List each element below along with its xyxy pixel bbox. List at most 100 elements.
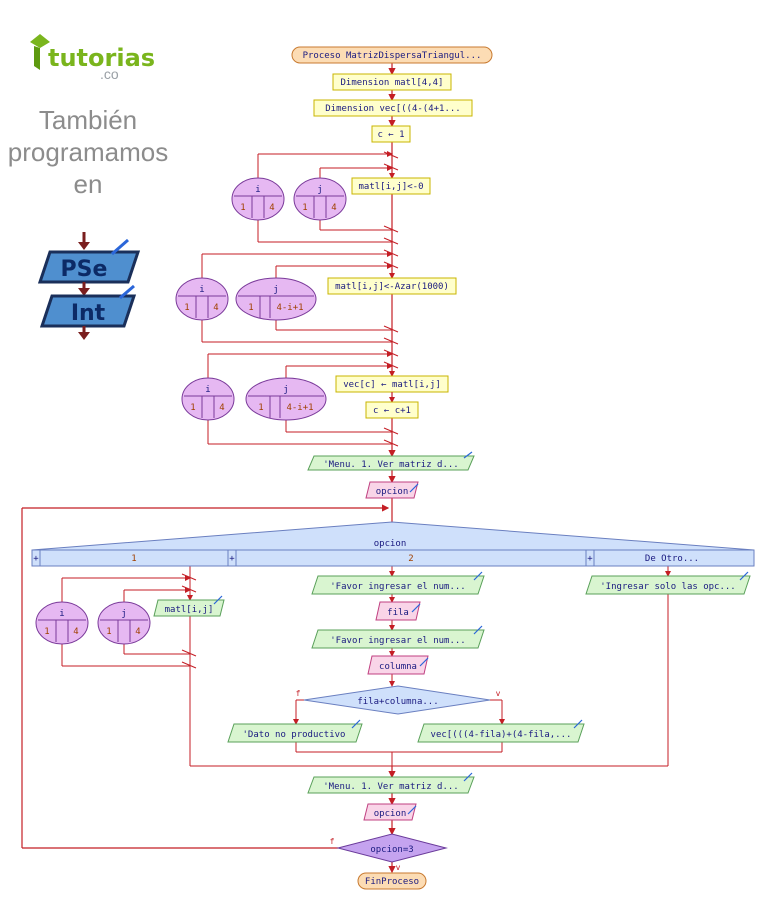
other-msg-label: 'Ingresar solo las opc... <box>600 582 735 592</box>
write-fila-prompt[interactable]: 'Favor ingresar el num... <box>311 571 485 595</box>
loop4-i[interactable]: i 1 4 <box>35 601 89 645</box>
until-false-label: f <box>330 837 335 846</box>
graduation-cap-icon <box>30 34 50 70</box>
loop3-j-from: 1 <box>258 403 263 413</box>
loop3-body-1[interactable]: vec[c] ← matl[i,j] <box>335 366 449 393</box>
switch-label: opcion <box>374 539 407 549</box>
write-vec-expr[interactable]: vec[(((4-fila)+(4-fila,... <box>417 719 585 743</box>
read-fila[interactable]: fila <box>375 601 421 621</box>
loop2-i-from: 1 <box>184 303 189 313</box>
loop4-body[interactable]: matl[i,j] <box>153 590 225 617</box>
loop2-i[interactable]: i 1 4 <box>175 277 229 321</box>
read-opcion-2-label: opcion <box>374 809 407 819</box>
loop4-i-from: 1 <box>44 627 49 637</box>
write-no-productivo[interactable]: 'Dato no productivo <box>227 719 363 743</box>
loop4-j[interactable]: j 1 4 <box>97 601 151 645</box>
loop3-j[interactable]: j 1 4-i+1 <box>245 377 327 421</box>
write-fila-prompt-label: 'Favor ingresar el num... <box>330 582 465 592</box>
if-false-label: f <box>296 689 301 698</box>
loop1-i-to: 4 <box>269 203 274 213</box>
loop3-j-var: j <box>283 385 288 395</box>
menu-write-2-label: 'Menu. 1. Ver matriz d... <box>323 782 458 792</box>
case-other-label: De Otro... <box>645 554 699 564</box>
loop4-j-var: j <box>121 609 126 619</box>
loop1-j-var: j <box>317 185 322 195</box>
tagline-line-1: También <box>38 105 138 135</box>
loop3-i-from: 1 <box>190 403 195 413</box>
loop3-body-1-label: vec[c] ← matl[i,j] <box>343 380 441 390</box>
int-text: Int <box>71 301 106 326</box>
tagline-line-2: programamos <box>7 137 169 167</box>
output-arrow-icon <box>351 719 361 729</box>
loop3-connectors <box>207 349 399 447</box>
end-terminal[interactable]: FinProceso <box>357 872 427 890</box>
dimension-1-label: Dimension matl[4,4] <box>341 78 444 88</box>
no-productivo-label: 'Dato no productivo <box>243 730 346 740</box>
start-terminal[interactable]: Proceso MatrizDispersaTriangul... <box>291 46 493 64</box>
input-arrow-icon <box>407 805 417 815</box>
input-arrow-icon <box>419 657 429 667</box>
menu-write-2[interactable]: 'Menu. 1. Ver matriz d... <box>307 772 475 794</box>
loop2-body[interactable]: matl[i,j]<-Azar(1000) <box>327 266 457 295</box>
case-other-plus: + <box>587 554 593 564</box>
assign-c-label: c ← 1 <box>377 130 404 140</box>
loop1-body[interactable]: matl[i,j]<-0 <box>351 168 431 195</box>
read-opcion-1[interactable]: opcion <box>365 481 419 499</box>
loop1-j-to: 4 <box>331 203 336 213</box>
output-arrow-icon <box>463 772 473 782</box>
loop3-i-to: 4 <box>219 403 224 413</box>
loop1-i-from: 1 <box>240 203 245 213</box>
write-other-msg[interactable]: 'Ingresar solo las opc... <box>585 571 751 595</box>
loop4-body-label: matl[i,j] <box>165 605 214 615</box>
write-col-prompt-label: 'Favor ingresar el num... <box>330 636 465 646</box>
brand-panel: tutorias .co También programamos en PSe … <box>0 0 180 360</box>
read-columna-label: columna <box>379 662 417 672</box>
read-columna[interactable]: columna <box>367 655 429 675</box>
read-opcion-2[interactable]: opcion <box>363 803 417 821</box>
switch-opcion[interactable]: opcion + + + 1 2 De Otro... <box>31 521 755 567</box>
loop4-j-to: 4 <box>135 627 140 637</box>
logo-domain: .co <box>100 66 119 82</box>
vec-expr-label: vec[(((4-fila)+(4-fila,... <box>431 730 572 740</box>
loop2-i-to: 4 <box>213 303 218 313</box>
menu-write-1[interactable]: 'Menu. 1. Ver matriz d... <box>307 451 475 471</box>
loop1-i[interactable]: i 1 4 <box>231 177 285 221</box>
loop4-i-var: i <box>59 609 64 619</box>
loop4-i-to: 4 <box>73 627 78 637</box>
loop3-body-2[interactable]: c ← c+1 <box>365 392 419 419</box>
dimension-1[interactable]: Dimension matl[4,4] <box>332 73 452 91</box>
until-decision[interactable]: opcion=3 f v <box>330 833 448 872</box>
loop2-j[interactable]: j 1 4-i+1 <box>235 277 317 321</box>
pse-text: PSe <box>61 257 108 282</box>
read-opcion-1-label: opcion <box>376 487 409 497</box>
if-fila-columna[interactable]: fila+columna... f v <box>296 685 501 715</box>
write-col-prompt[interactable]: 'Favor ingresar el num... <box>311 625 485 649</box>
loop2-body-label: matl[i,j]<-Azar(1000) <box>335 282 449 292</box>
case-2-label: 2 <box>408 554 413 564</box>
dimension-2[interactable]: Dimension vec[((4-(4+1... <box>313 99 473 117</box>
pse-parallelogram <box>37 250 141 284</box>
output-arrow-icon <box>473 571 483 581</box>
loop1-j[interactable]: j 1 4 <box>293 177 347 221</box>
end-label: FinProceso <box>365 877 419 887</box>
dimension-2-label: Dimension vec[((4-(4+1... <box>325 104 460 114</box>
output-arrow-icon <box>739 571 749 581</box>
pseint-logo: PSe Int <box>37 232 141 340</box>
if-true-label: v <box>496 689 501 698</box>
case-1-label: 1 <box>131 554 136 564</box>
assign-c[interactable]: c ← 1 <box>371 125 411 143</box>
loop4-j-from: 1 <box>106 627 111 637</box>
output-arrow-icon <box>463 451 473 459</box>
start-label: Proceso MatrizDispersaTriangul... <box>303 51 482 61</box>
loop2-j-from: 1 <box>248 303 253 313</box>
input-arrow-icon <box>409 483 419 493</box>
until-condition-label: opcion=3 <box>370 845 413 855</box>
loop2-connectors <box>201 249 399 345</box>
loop2-j-var: j <box>273 285 278 295</box>
output-arrow-icon <box>473 625 483 635</box>
switch-connectors <box>61 566 671 767</box>
loop3-i[interactable]: i 1 4 <box>181 377 235 421</box>
tagline-line-3: en <box>73 169 103 199</box>
output-arrow-icon <box>213 595 223 605</box>
